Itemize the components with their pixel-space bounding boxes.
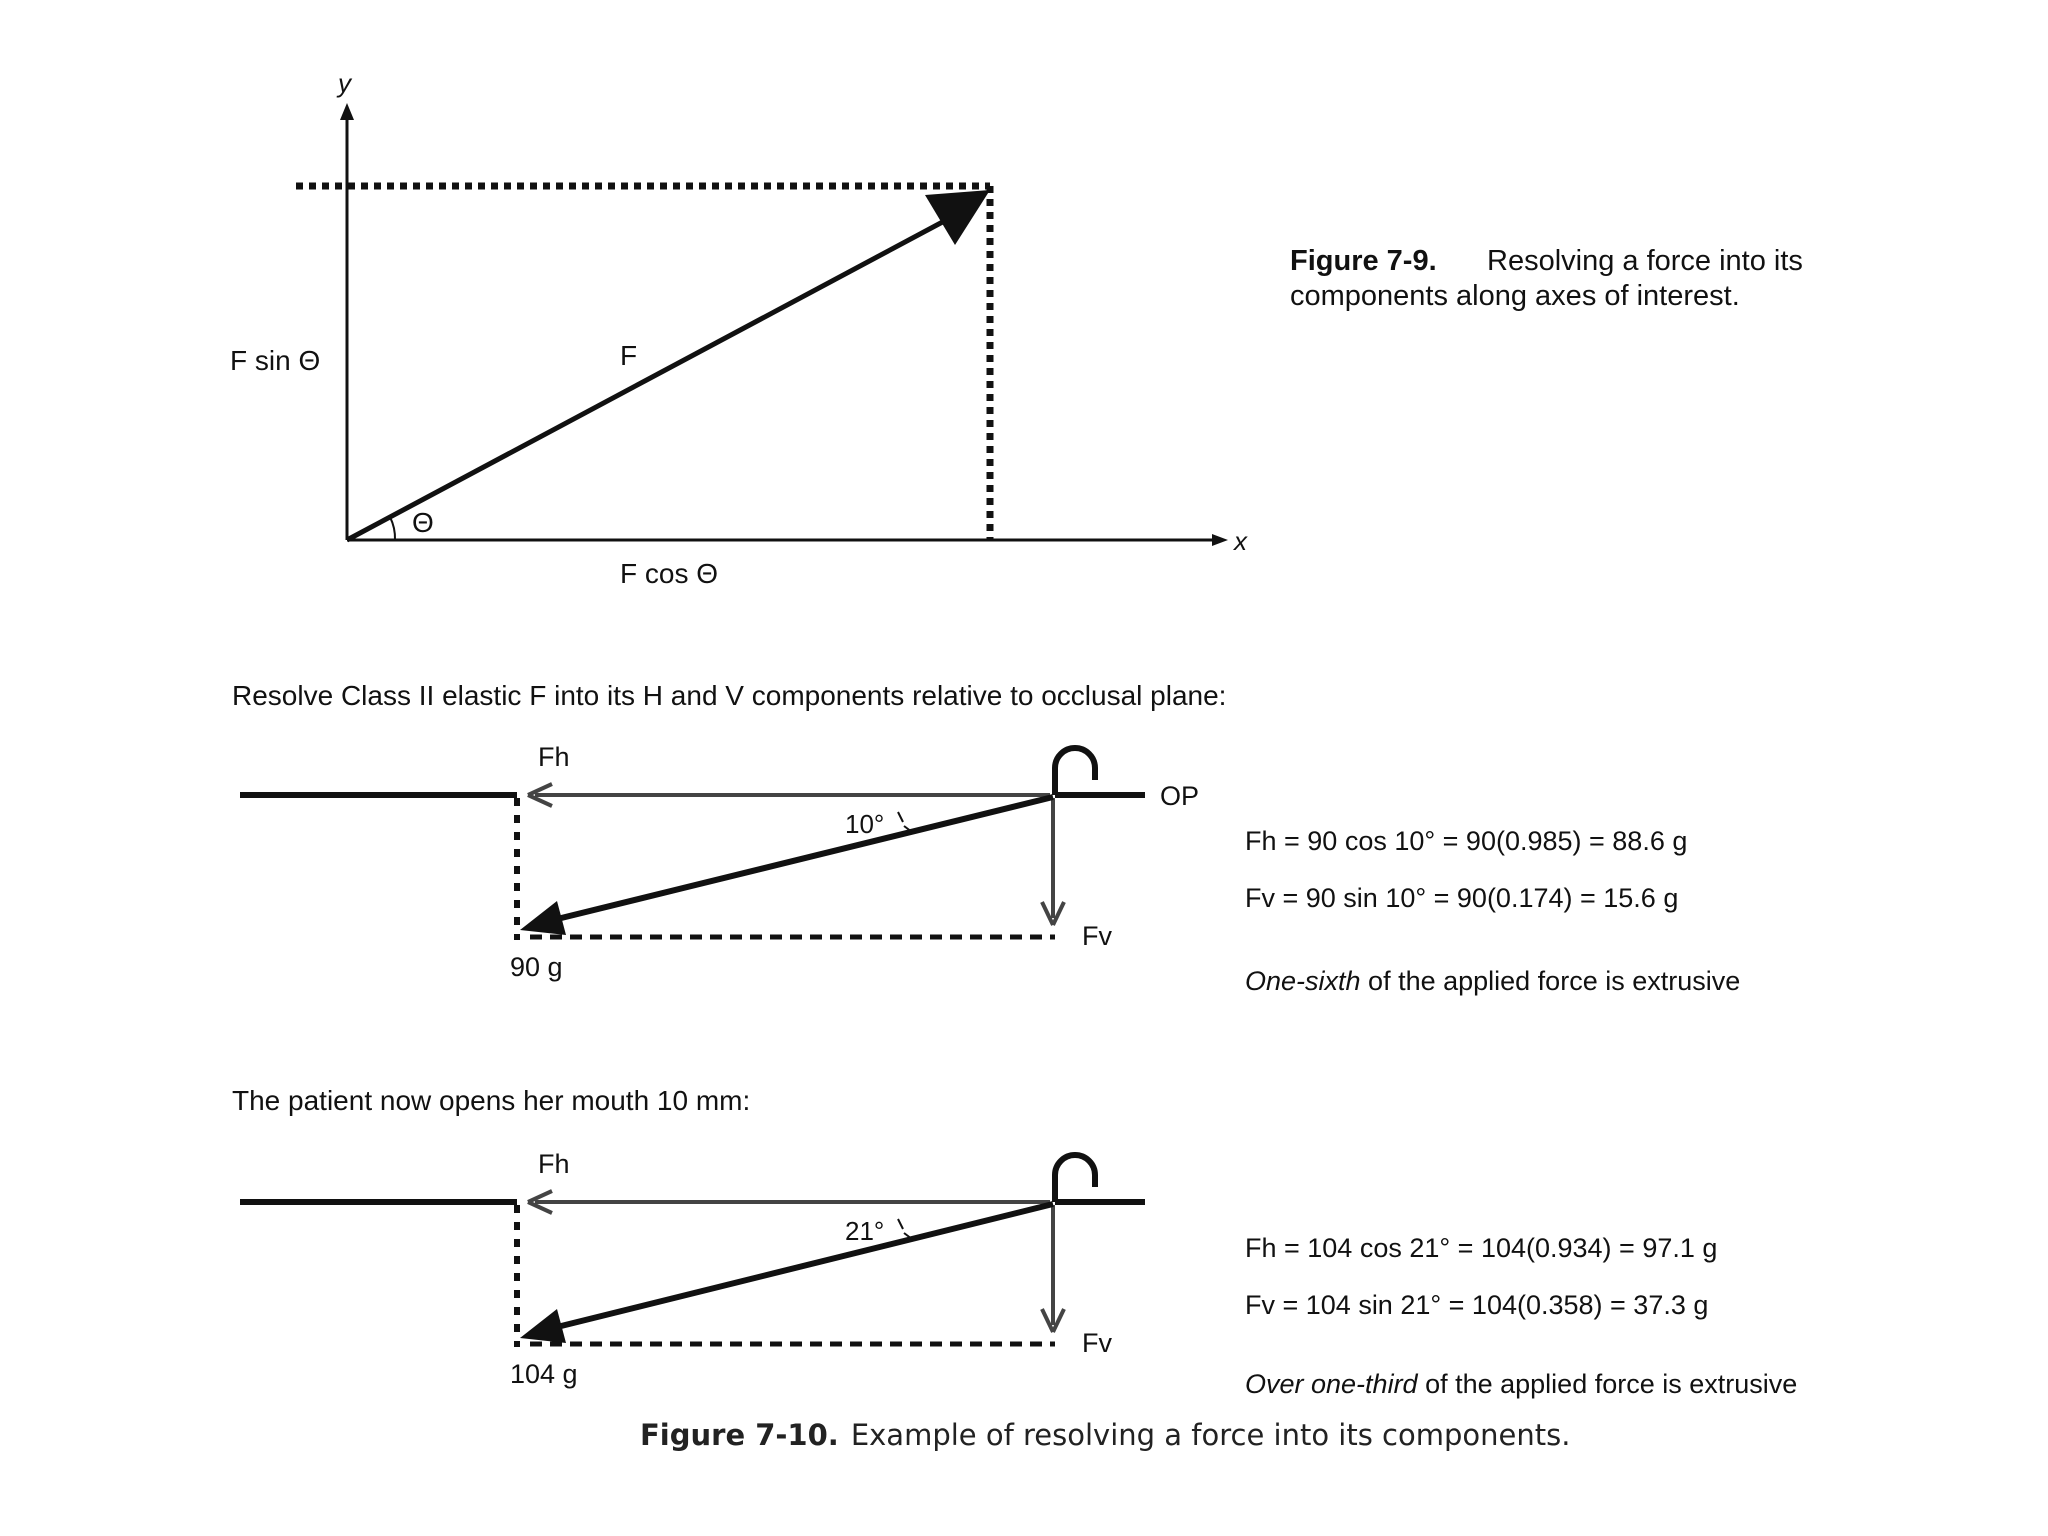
force-vector-arrowhead xyxy=(925,190,990,245)
figure-7-10-intro-text: Resolve Class II elastic F into its H an… xyxy=(232,680,1226,711)
extrusive-note-emphasis: One-sixth xyxy=(1245,966,1361,996)
f-cos-theta-label: F cos Θ xyxy=(620,558,718,589)
f-sin-theta-label: F sin Θ xyxy=(230,345,320,376)
extrusive-note: One-sixth of the applied force is extrus… xyxy=(1245,966,1740,996)
figure-7-10-caption-number: Figure 7-10. xyxy=(640,1418,839,1452)
figure-7-10-caption-text: Example of resolving a force into its co… xyxy=(851,1418,1571,1452)
hook-icon xyxy=(1052,1152,1098,1202)
fh-arrowhead xyxy=(527,782,553,808)
op-label: OP xyxy=(1160,781,1199,811)
figure-7-9: y x Θ F F sin Θ F cos Θ Figure 7-9. Reso… xyxy=(230,68,1803,589)
angle-label: 21° xyxy=(845,1216,884,1246)
extrusive-note-rest: of the applied force is extrusive xyxy=(1361,966,1741,996)
extrusive-note-emphasis: Over one-third xyxy=(1245,1369,1419,1399)
x-axis-arrowhead xyxy=(1212,534,1228,546)
figure-7-10-panel-1: Fh OP 10° Fv 90 g Fh = 90 cos 10° = 90(0… xyxy=(240,742,1740,996)
fv-label: Fv xyxy=(1082,1328,1112,1358)
fh-label: Fh xyxy=(538,742,570,772)
resultant-force-line xyxy=(544,794,1054,925)
resultant-force-arrowhead xyxy=(520,901,566,935)
force-magnitude-label: 90 g xyxy=(510,952,563,982)
angle-theta-label: Θ xyxy=(412,507,434,538)
force-vector-f xyxy=(345,207,967,543)
figure-7-10-panel-2: Fh 21° Fv 104 g Fh = 104 cos 21° = 104(0… xyxy=(240,1149,1797,1399)
angle-label: 10° xyxy=(845,809,884,839)
resultant-force-line xyxy=(544,1201,1054,1333)
y-axis-label: y xyxy=(336,68,353,98)
angle-mark xyxy=(897,1218,913,1240)
resultant-force-arrowhead xyxy=(520,1309,566,1343)
equation-fh: Fh = 104 cos 21° = 104(0.934) = 97.1 g xyxy=(1245,1233,1717,1263)
fh-arrowhead xyxy=(527,1189,553,1215)
equation-fv: Fv = 90 sin 10° = 90(0.174) = 15.6 g xyxy=(1245,883,1678,913)
equation-fh: Fh = 90 cos 10° = 90(0.985) = 88.6 g xyxy=(1245,826,1687,856)
figure-7-10-mid-text: The patient now opens her mouth 10 mm: xyxy=(232,1085,750,1116)
angle-arc xyxy=(389,516,397,541)
fv-arrowhead xyxy=(1040,1308,1066,1333)
force-magnitude-label: 104 g xyxy=(510,1359,578,1389)
figure-7-9-caption-number: Figure 7-9. xyxy=(1290,245,1437,277)
hook-icon xyxy=(1052,745,1098,795)
figure-7-10-caption: Figure 7-10. Example of resolving a force… xyxy=(640,1418,1570,1452)
fv-label: Fv xyxy=(1082,921,1112,951)
y-axis-arrowhead xyxy=(340,103,354,120)
x-axis-label: x xyxy=(1232,526,1248,556)
fh-label: Fh xyxy=(538,1149,570,1179)
equation-fv: Fv = 104 sin 21° = 104(0.358) = 37.3 g xyxy=(1245,1290,1708,1320)
extrusive-note: Over one-third of the applied force is e… xyxy=(1245,1369,1797,1399)
figure-7-9-caption-line2: components along axes of interest. xyxy=(1290,280,1740,312)
extrusive-note-rest: of the applied force is extrusive xyxy=(1418,1369,1798,1399)
figure-7-9-caption-line1: Resolving a force into its xyxy=(1487,245,1803,277)
angle-mark xyxy=(897,811,913,833)
fv-arrowhead xyxy=(1040,901,1066,926)
vector-f-label: F xyxy=(620,340,637,371)
